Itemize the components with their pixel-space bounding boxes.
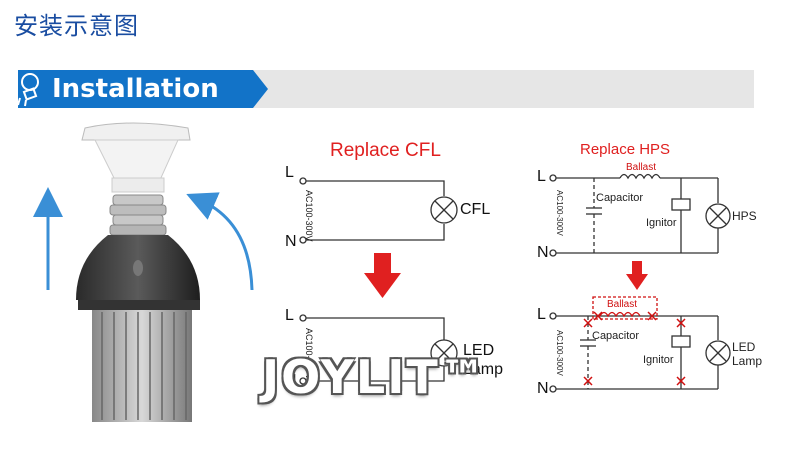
hps-after-line-l: L xyxy=(537,306,546,323)
cfl-before-circuit xyxy=(299,177,458,244)
hps-after-voltage-label: AC100-300V xyxy=(555,330,564,376)
hps-after-capacitor-label: Capacitor xyxy=(592,330,640,342)
hps-voltage-label: AC100-300V xyxy=(555,190,564,236)
cfl-after-line-l: L xyxy=(285,307,294,324)
hps-after-line-n: N xyxy=(537,380,549,397)
cfl-after-circuit xyxy=(299,314,458,385)
cfl-lamp-label: CFL xyxy=(460,201,491,218)
section-banner-tab xyxy=(18,70,268,108)
hps-line-n: N xyxy=(537,244,549,261)
hps-led-label-2: Lamp xyxy=(732,354,763,368)
cfl-led-label-2: Lamp xyxy=(463,361,504,378)
hps-lamp-label: HPS xyxy=(732,209,757,223)
cfl-after-line-n: N xyxy=(285,372,297,389)
hps-ignitor-label: Ignitor xyxy=(646,217,677,229)
hps-after-ballast-label: Ballast xyxy=(607,299,638,310)
hps-replace-arrow xyxy=(626,261,648,290)
hps-led-label-1: LED xyxy=(732,340,756,354)
cfl-line-n: N xyxy=(285,233,297,250)
hps-line-l: L xyxy=(537,168,546,185)
hps-capacitor-label: Capacitor xyxy=(596,192,644,204)
hps-before-circuit xyxy=(549,173,731,257)
banner-title: Installation xyxy=(52,74,219,104)
cfl-line-l: L xyxy=(285,164,294,181)
cfl-led-label-1: LED xyxy=(463,342,495,359)
install-rotate-arrow xyxy=(186,192,254,291)
hps-after-ignitor-label: Ignitor xyxy=(643,354,674,366)
chinese-title: 安装示意图 xyxy=(14,12,139,40)
led-bulb-body xyxy=(76,235,200,422)
hps-removed-marks xyxy=(583,311,686,386)
brand-watermark: JOYLIT™ xyxy=(262,350,488,404)
bulb-screw-base xyxy=(109,194,167,236)
cfl-section-title: Replace CFL xyxy=(330,140,441,161)
cfl-voltage-label: AC100-300V xyxy=(304,190,314,242)
hps-ballast-label: Ballast xyxy=(626,162,657,173)
hps-after-circuit xyxy=(549,296,731,393)
cfl-replace-arrow xyxy=(364,253,401,298)
lamp-socket xyxy=(81,122,191,193)
hps-section-title: Replace HPS xyxy=(580,141,671,158)
